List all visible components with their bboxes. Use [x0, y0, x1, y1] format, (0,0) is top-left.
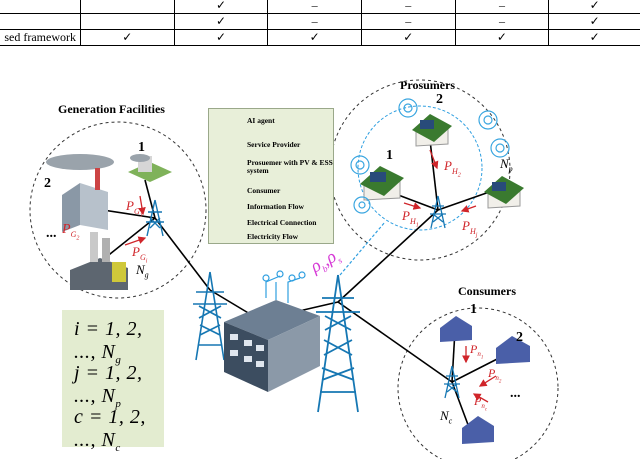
tower-left: [193, 271, 227, 361]
factory-icon: [46, 154, 114, 232]
table-row: sed framework✓✓✓✓✓✓: [0, 29, 640, 46]
gen-label-1: 1: [138, 140, 145, 155]
pros-label-np: Np: [500, 156, 513, 174]
wind-plant-icon: [128, 154, 172, 182]
consumer-houses: [440, 316, 530, 444]
gen-dots: ...: [46, 226, 57, 241]
table-cell: ✓: [360, 29, 456, 46]
tower-center: [316, 274, 360, 413]
prosumers-title: Prosumers: [400, 78, 456, 92]
cons-power-nc: Pnc: [474, 394, 488, 413]
prosumer-house-np: [484, 176, 524, 209]
ai-agent-icons: [350, 98, 510, 214]
pros-label-1: 1: [386, 148, 393, 163]
tower-generation: [146, 199, 164, 237]
generation-title: Generation Facilities: [58, 102, 165, 116]
gen-power-g2: PG2: [62, 222, 80, 242]
pros-power-h1: PH1: [402, 208, 419, 229]
cons-label-nc: Nc: [440, 408, 453, 426]
gen-label-2: 2: [44, 176, 51, 191]
table-cell: ✓: [267, 29, 362, 46]
cons-power-n1: Pn1: [470, 342, 484, 361]
pros-power-hj: PHj: [462, 218, 478, 239]
table-row-label: sed framework: [0, 29, 81, 46]
table-row: ✓–––✓: [0, 13, 640, 30]
gen-power-g1: PG1: [126, 198, 143, 219]
legend: AI agent Service Provider Prosuemer with…: [208, 108, 334, 244]
cons-label-1: 1: [470, 302, 477, 317]
gen-power-gi: PGi: [132, 244, 148, 265]
cons-power-n2: Pn2: [488, 366, 502, 385]
index-j: j = 1, 2, ..., Np: [74, 362, 143, 410]
prosumer-house-1: [360, 166, 404, 201]
table-row: ✓–––✓: [0, 0, 640, 14]
index-definitions: i = 1, 2, ..., Ng j = 1, 2, ..., Np c = …: [62, 310, 164, 454]
consumer-region: [397, 307, 559, 459]
cons-dots: ...: [510, 386, 521, 401]
prosumer-house-2: [412, 114, 452, 147]
info-flow-line: [339, 221, 386, 276]
comparison-table: ✓–––✓✓–––✓sed framework✓✓✓✓✓✓: [0, 0, 640, 46]
prosumer-info-ring: [357, 105, 483, 231]
power-plant-icon: [70, 232, 128, 290]
index-c: c = 1, 2, ..., Nc: [74, 406, 146, 454]
consumers-title: Consumers: [458, 284, 517, 298]
cons-label-2: 2: [516, 330, 523, 345]
index-i: i = 1, 2, ..., Ng: [74, 318, 143, 366]
pros-power-h2: PH2: [444, 158, 461, 179]
table-cell: ✓: [173, 29, 269, 46]
table-cell: ✓: [548, 29, 640, 46]
generation-region: [29, 121, 207, 299]
gen-label-ng: Ng: [136, 262, 149, 280]
prosumer-region: [329, 79, 511, 261]
tower-consumer: [444, 365, 460, 399]
tower-prosumer: [430, 195, 446, 229]
service-provider-building: [224, 270, 320, 392]
pros-label-2: 2: [436, 92, 443, 107]
